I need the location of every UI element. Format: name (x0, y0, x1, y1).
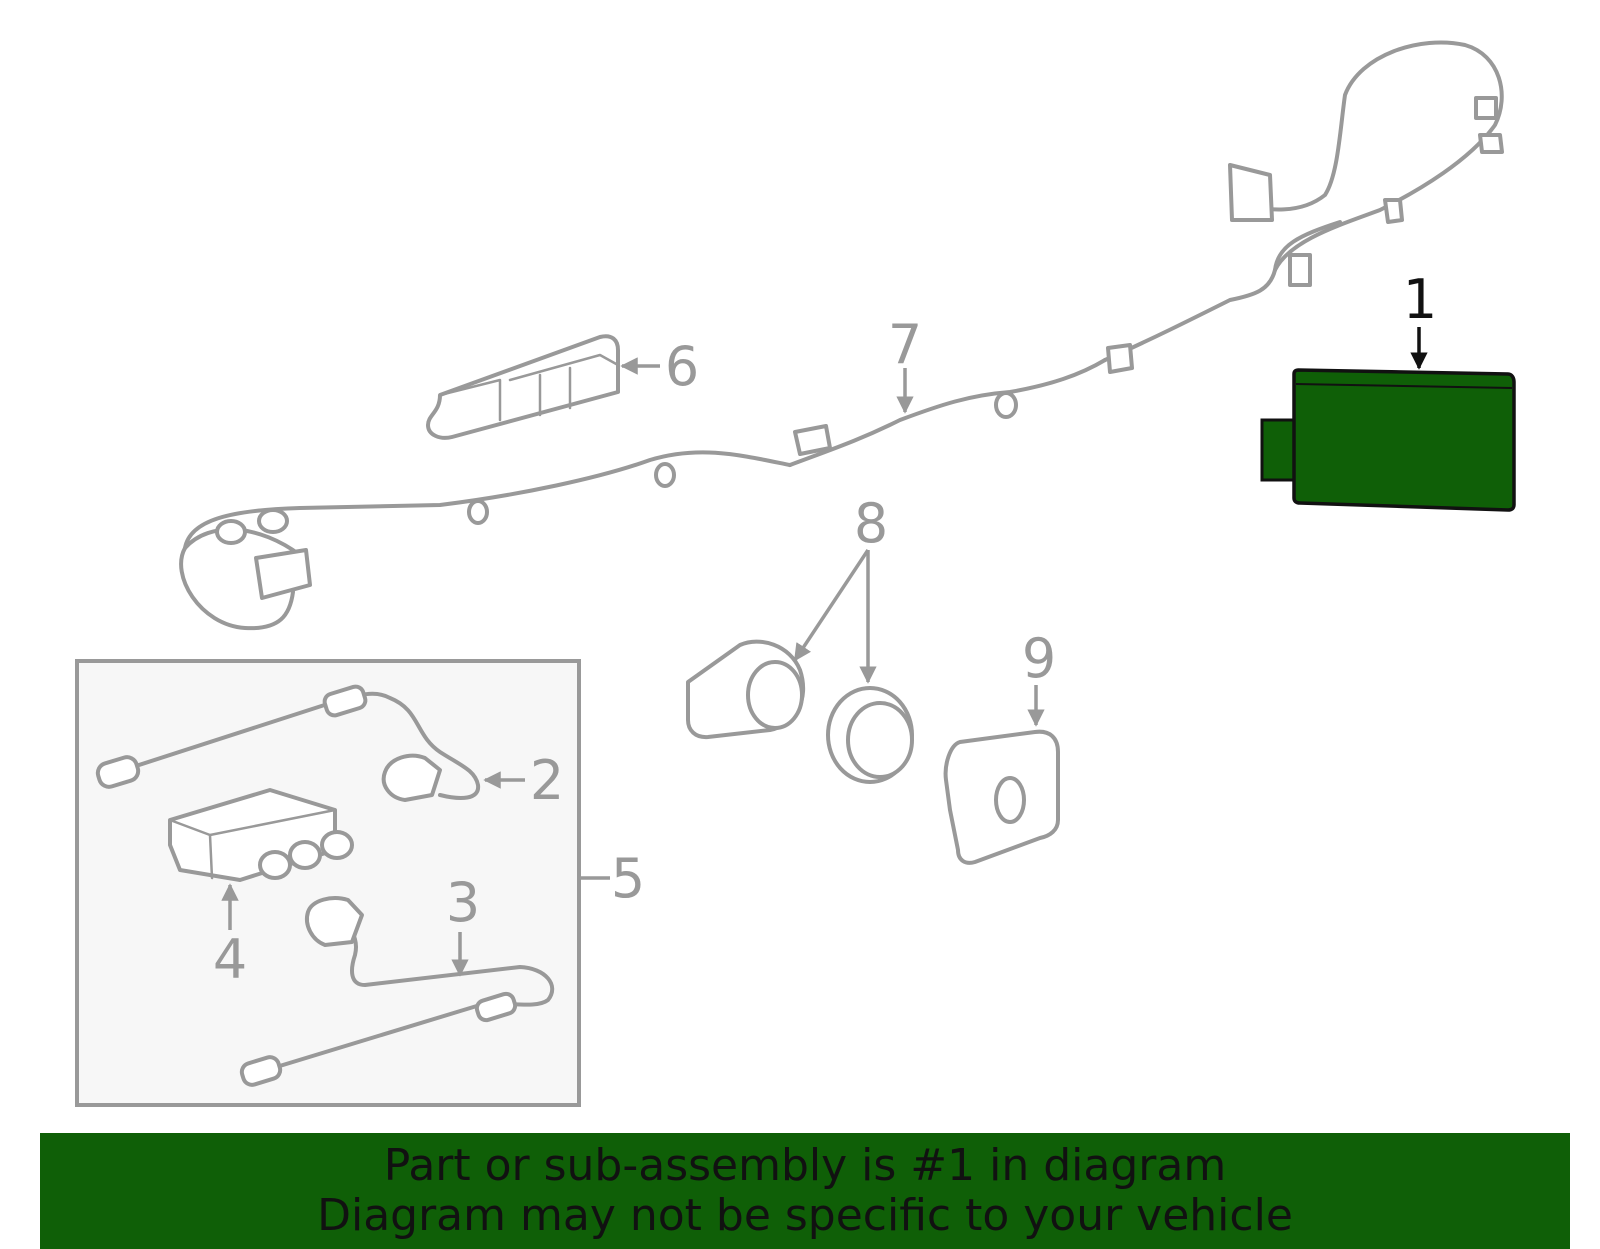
banner-line-2: Diagram may not be specific to your vehi… (317, 1190, 1293, 1241)
info-banner: Part or sub-assembly is #1 in diagram Di… (40, 1133, 1570, 1249)
leader-part-8a (793, 549, 870, 662)
harness-part-2[interactable] (95, 684, 481, 802)
sensor-part-8[interactable] (686, 639, 914, 784)
callout-3[interactable]: 3 (446, 871, 480, 934)
control-module-part-1[interactable] (1260, 368, 1516, 512)
cover-part-6[interactable] (426, 334, 620, 440)
banner-line-1: Part or sub-assembly is #1 in diagram (383, 1140, 1227, 1191)
callout-8[interactable]: 8 (854, 492, 888, 555)
callout-2[interactable]: 2 (530, 749, 564, 812)
callout-6[interactable]: 6 (665, 335, 699, 398)
wiring-harness-part-7[interactable] (179, 40, 1504, 631)
callout-5[interactable]: 5 (611, 847, 645, 910)
subassembly-box (75, 659, 581, 1107)
bezel-part-9[interactable] (943, 729, 1060, 865)
callout-1[interactable]: 1 (1403, 268, 1437, 331)
harness-part-3[interactable] (239, 896, 555, 1087)
callout-9[interactable]: 9 (1022, 627, 1056, 690)
callout-7[interactable]: 7 (888, 313, 922, 376)
callout-4[interactable]: 4 (213, 928, 247, 991)
connector-part-4[interactable] (168, 788, 354, 882)
